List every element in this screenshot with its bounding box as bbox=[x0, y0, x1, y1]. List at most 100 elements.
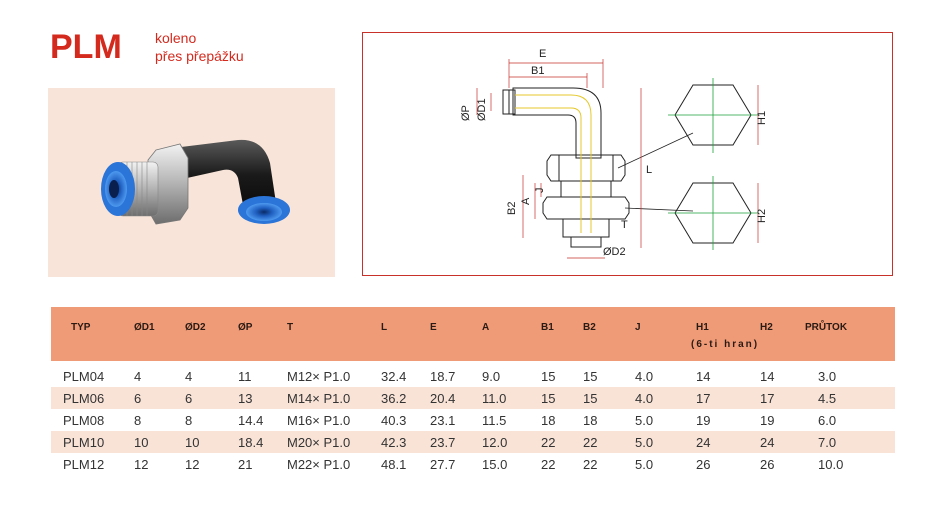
table-cell-typ: PLM10 bbox=[63, 435, 105, 450]
table-cell-j: 5.0 bbox=[635, 457, 654, 472]
subtitle-line-2: přes přepážku bbox=[155, 48, 244, 64]
col-header-j: J bbox=[635, 322, 641, 333]
table-cell-d2: 8 bbox=[185, 413, 193, 428]
table-cell-h1: 14 bbox=[696, 369, 711, 384]
table-cell-typ: PLM06 bbox=[63, 391, 105, 406]
table-cell-typ: PLM04 bbox=[63, 369, 105, 384]
table-cell-p: 21 bbox=[238, 457, 253, 472]
table-cell-d2: 10 bbox=[185, 435, 200, 450]
table-cell-b1: 22 bbox=[541, 457, 556, 472]
table-cell-h2: 24 bbox=[760, 435, 775, 450]
product-subtitle: koleno přes přepážku bbox=[155, 29, 244, 65]
table-cell-t: M14× P1.0 bbox=[287, 391, 351, 406]
col-header-h2: H2 bbox=[760, 322, 773, 333]
col-header-d2: ØD2 bbox=[185, 322, 206, 333]
col-header-h1: H1 bbox=[696, 322, 709, 333]
spec-table: TYP ØD1 ØD2 ØP T L E A B1 B2 J H1 H2 PRŮ… bbox=[51, 307, 895, 475]
table-cell-d1: 8 bbox=[134, 413, 142, 428]
col-header-typ: TYP bbox=[71, 322, 91, 333]
table-cell-p: 11 bbox=[238, 369, 252, 384]
table-cell-d1: 4 bbox=[134, 369, 142, 384]
table-cell-h2: 19 bbox=[760, 413, 775, 428]
table-cell-p: 13 bbox=[238, 391, 253, 406]
dim-label-d2: ØD2 bbox=[603, 246, 626, 258]
elbow-fitting-illustration bbox=[101, 139, 290, 225]
dim-label-p: ØP bbox=[460, 105, 472, 121]
product-photo bbox=[48, 88, 335, 277]
table-cell-prutok: 4.5 bbox=[818, 391, 837, 406]
table-cell-b1: 22 bbox=[541, 435, 556, 450]
table-cell-t: M16× P1.0 bbox=[287, 413, 351, 428]
col-header-b2: B2 bbox=[583, 322, 596, 333]
table-cell-prutok: 3.0 bbox=[818, 369, 837, 384]
table-cell-e: 20.4 bbox=[430, 391, 456, 406]
dim-label-b2: B2 bbox=[506, 202, 518, 215]
table-cell-e: 23.1 bbox=[430, 413, 456, 428]
dimension-drawing-svg: E B1 ØP ØD1 H1 L B2 A J T ØD2 H2 bbox=[460, 48, 768, 259]
col-header-prutok: PRŮTOK bbox=[805, 322, 848, 333]
table-cell-j: 4.0 bbox=[635, 391, 654, 406]
table-cell-b2: 22 bbox=[583, 457, 598, 472]
table-cell-a: 12.0 bbox=[482, 435, 508, 450]
table-cell-l: 48.1 bbox=[381, 457, 407, 472]
table-cell-h1: 19 bbox=[696, 413, 711, 428]
table-cell-b2: 18 bbox=[583, 413, 598, 428]
table-cell-d1: 12 bbox=[134, 457, 149, 472]
table-cell-l: 32.4 bbox=[381, 369, 407, 384]
table-cell-typ: PLM12 bbox=[63, 457, 105, 472]
col-header-hex-note: (6-ti hran) bbox=[691, 339, 760, 350]
table-cell-h2: 17 bbox=[760, 391, 775, 406]
col-header-p: ØP bbox=[238, 322, 253, 333]
table-row: PLM10 10 10 18.4 M20× P1.0 42.3 23.7 12.0 22 22 5.… bbox=[51, 431, 895, 453]
table-cell-d2: 6 bbox=[185, 391, 193, 406]
table-cell-t: M12× P1.0 bbox=[287, 369, 351, 384]
table-cell-a: 11.5 bbox=[482, 413, 507, 428]
table-cell-b2: 15 bbox=[583, 391, 598, 406]
col-header-b1: B1 bbox=[541, 322, 554, 333]
table-cell-d2: 12 bbox=[185, 457, 200, 472]
table-cell-d1: 10 bbox=[134, 435, 149, 450]
subtitle-line-1: koleno bbox=[155, 30, 197, 46]
table-cell-b1: 18 bbox=[541, 413, 556, 428]
technical-drawing: E B1 ØP ØD1 H1 L B2 A J T ØD2 H2 bbox=[362, 32, 893, 276]
dim-label-h2: H2 bbox=[756, 209, 768, 223]
col-header-e: E bbox=[430, 322, 437, 333]
table-cell-h2: 26 bbox=[760, 457, 775, 472]
table-cell-b2: 15 bbox=[583, 369, 598, 384]
table-cell-p: 18.4 bbox=[238, 435, 264, 450]
dim-label-e: E bbox=[539, 48, 546, 60]
table-cell-b2: 22 bbox=[583, 435, 598, 450]
table-cell-p: 14.4 bbox=[238, 413, 264, 428]
table-cell-e: 23.7 bbox=[430, 435, 456, 450]
table-cell-b1: 15 bbox=[541, 391, 556, 406]
table-cell-h2: 14 bbox=[760, 369, 775, 384]
dim-label-d1: ØD1 bbox=[476, 98, 488, 121]
table-cell-t: M20× P1.0 bbox=[287, 435, 351, 450]
table-cell-prutok: 7.0 bbox=[818, 435, 837, 450]
table-cell-e: 18.7 bbox=[430, 369, 456, 384]
table-cell-e: 27.7 bbox=[430, 457, 456, 472]
table-cell-j: 5.0 bbox=[635, 413, 654, 428]
table-row: PLM06 6 6 13 M14× P1.0 36.2 20.4 11.0 15 15 4.0 17 1… bbox=[51, 387, 895, 409]
col-header-t: T bbox=[287, 322, 294, 333]
table-cell-prutok: 6.0 bbox=[818, 413, 837, 428]
table-cell-a: 11.0 bbox=[482, 391, 507, 406]
col-header-l: L bbox=[381, 322, 388, 333]
table-cell-h1: 17 bbox=[696, 391, 711, 406]
dim-label-a: A bbox=[520, 197, 532, 205]
table-cell-l: 42.3 bbox=[381, 435, 407, 450]
col-header-d1: ØD1 bbox=[134, 322, 155, 333]
dim-label-l: L bbox=[646, 164, 652, 176]
dim-label-h1: H1 bbox=[756, 111, 768, 125]
table-cell-j: 5.0 bbox=[635, 435, 654, 450]
table-cell-prutok: 10.0 bbox=[818, 457, 844, 472]
table-cell-l: 36.2 bbox=[381, 391, 407, 406]
table-cell-t: M22× P1.0 bbox=[287, 457, 351, 472]
dim-label-b1: B1 bbox=[531, 65, 544, 77]
table-cell-d1: 6 bbox=[134, 391, 142, 406]
dim-label-t: T bbox=[621, 219, 628, 231]
